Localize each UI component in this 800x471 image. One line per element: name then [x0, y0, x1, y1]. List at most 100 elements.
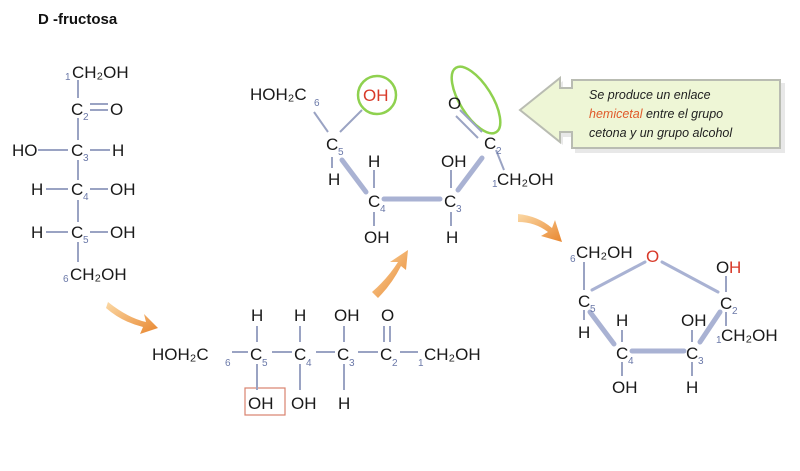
atom-label: C: [294, 345, 306, 364]
atom-label: H: [328, 170, 340, 189]
atom-label: C: [71, 141, 83, 160]
open-chain-structure: HOH₂C 6 C 5 C 4 C 3 C 2 1 CH₂OH H H OH O…: [152, 306, 481, 416]
atom-label: C: [720, 294, 732, 313]
atom-label: OH: [110, 223, 136, 242]
atom-label: C: [71, 223, 83, 242]
carbon-number: 4: [306, 358, 312, 369]
atom-label: H: [112, 141, 124, 160]
atom-label: C: [326, 135, 338, 154]
ring-bond: [455, 155, 485, 193]
atom-label: OH: [612, 378, 638, 397]
carbon-number: 6: [225, 358, 231, 369]
double-bond: [459, 109, 483, 133]
atom-label: OH: [248, 394, 274, 413]
callout-arrow-icon: [518, 75, 781, 149]
atom-label: OH: [681, 311, 707, 330]
atom-label: H: [368, 152, 380, 171]
atom-label: HOH₂C: [152, 345, 209, 364]
atom-label: C: [71, 100, 83, 119]
atom-label: H: [338, 394, 350, 413]
carbon-number: 5: [83, 235, 89, 246]
furanose-ring-structure: 6 CH₂OH O O H C 2 C 5 H H C 4 OH OH C 3 …: [570, 243, 778, 397]
carbon-number: 3: [83, 153, 89, 164]
atom-label: C: [71, 180, 83, 199]
atom-label: CH₂OH: [576, 243, 633, 262]
atom-label: CH₂OH: [70, 265, 127, 284]
carbon-number: 1: [716, 335, 722, 346]
atom-label: OH: [364, 228, 390, 247]
fischer-projection: CH₂OH 1 C 2 O HO C 3 H H C 4 OH H C 5 OH…: [12, 63, 136, 285]
atom-label: C: [616, 344, 628, 363]
atom-label: O: [381, 306, 394, 325]
carbon-number: 3: [456, 204, 462, 215]
carbon-number: 1: [65, 72, 71, 83]
callout-highlight: hemicetal: [589, 107, 644, 121]
callout-line-2-rest: entre el grupo: [643, 107, 724, 121]
carbon-number: 2: [392, 358, 398, 369]
atom-label: OH: [334, 306, 360, 325]
atom-label: H: [446, 228, 458, 247]
carbon-number: 2: [732, 306, 738, 317]
carbon-number: 4: [628, 356, 634, 367]
bond: [339, 109, 363, 133]
ring-bond: [660, 260, 720, 294]
atom-label: C: [250, 345, 262, 364]
hemiketal-callout: Se produce un enlace hemicetal entre el …: [518, 75, 785, 153]
carbon-number: 4: [380, 204, 386, 215]
atom-label: CH₂OH: [424, 345, 481, 364]
carbon-number: 2: [496, 146, 502, 157]
carbon-number: 4: [83, 192, 89, 203]
arrow-icon: [372, 250, 408, 298]
atom-label: CH₂OH: [72, 63, 129, 82]
callout-line-1: Se produce un enlace: [589, 88, 711, 102]
atom-label: OH: [291, 394, 317, 413]
callout-line-3: cetona y un grupo alcohol: [589, 126, 733, 140]
atom-label: OH: [110, 180, 136, 199]
ring-bond: [339, 157, 369, 195]
atom-label: H: [578, 323, 590, 342]
atom-label: C: [444, 192, 456, 211]
callout-line-2: hemicetal entre el grupo: [589, 107, 723, 121]
atom-label: H: [251, 306, 263, 325]
atom-label: H: [294, 306, 306, 325]
carbon-number: 6: [570, 254, 576, 265]
atom-label: C: [380, 345, 392, 364]
highlight-box: [244, 387, 286, 416]
atom-label: HOH₂C: [250, 85, 307, 104]
atom-label: H: [616, 311, 628, 330]
hydroxyl-highlighted: OH: [363, 86, 389, 105]
carbon-number: 1: [418, 358, 424, 369]
atom-label: C: [484, 134, 496, 153]
highlight-ellipse: [450, 65, 502, 135]
carbon-number: 3: [698, 356, 704, 367]
highlight-circle: [356, 74, 398, 116]
carbon-number: 5: [338, 147, 344, 158]
ring-oxygen: O: [646, 247, 659, 266]
atom-label: C: [337, 345, 349, 364]
diagram-title: D -fructosa: [38, 11, 118, 28]
ring-bond: [697, 309, 723, 345]
arrow-icon: [106, 302, 158, 334]
atom-label: C: [368, 192, 380, 211]
atom-label: H: [31, 223, 43, 242]
atom-label: O: [716, 258, 729, 277]
atom-label: O: [110, 100, 123, 119]
bond: [495, 149, 505, 171]
carbon-number: 5: [590, 304, 596, 315]
atom-label: OH: [441, 152, 467, 171]
bent-chain-structure: HOH₂C 6 OH C 5 H H C 4 OH OH C 3 H O C 2…: [250, 65, 554, 247]
arrow-icon: [518, 214, 562, 242]
atom-label: HO: [12, 141, 38, 160]
atom-label-highlighted: H: [729, 258, 741, 277]
carbon-number: 1: [492, 179, 498, 190]
ring-bond: [587, 309, 617, 347]
carbon-number: 6: [314, 98, 320, 109]
ring-bond: [590, 260, 647, 292]
bond: [313, 111, 329, 133]
carbon-number: 2: [83, 112, 89, 123]
atom-label: H: [31, 180, 43, 199]
atom-label: H: [686, 378, 698, 397]
carbon-number: 5: [262, 358, 268, 369]
